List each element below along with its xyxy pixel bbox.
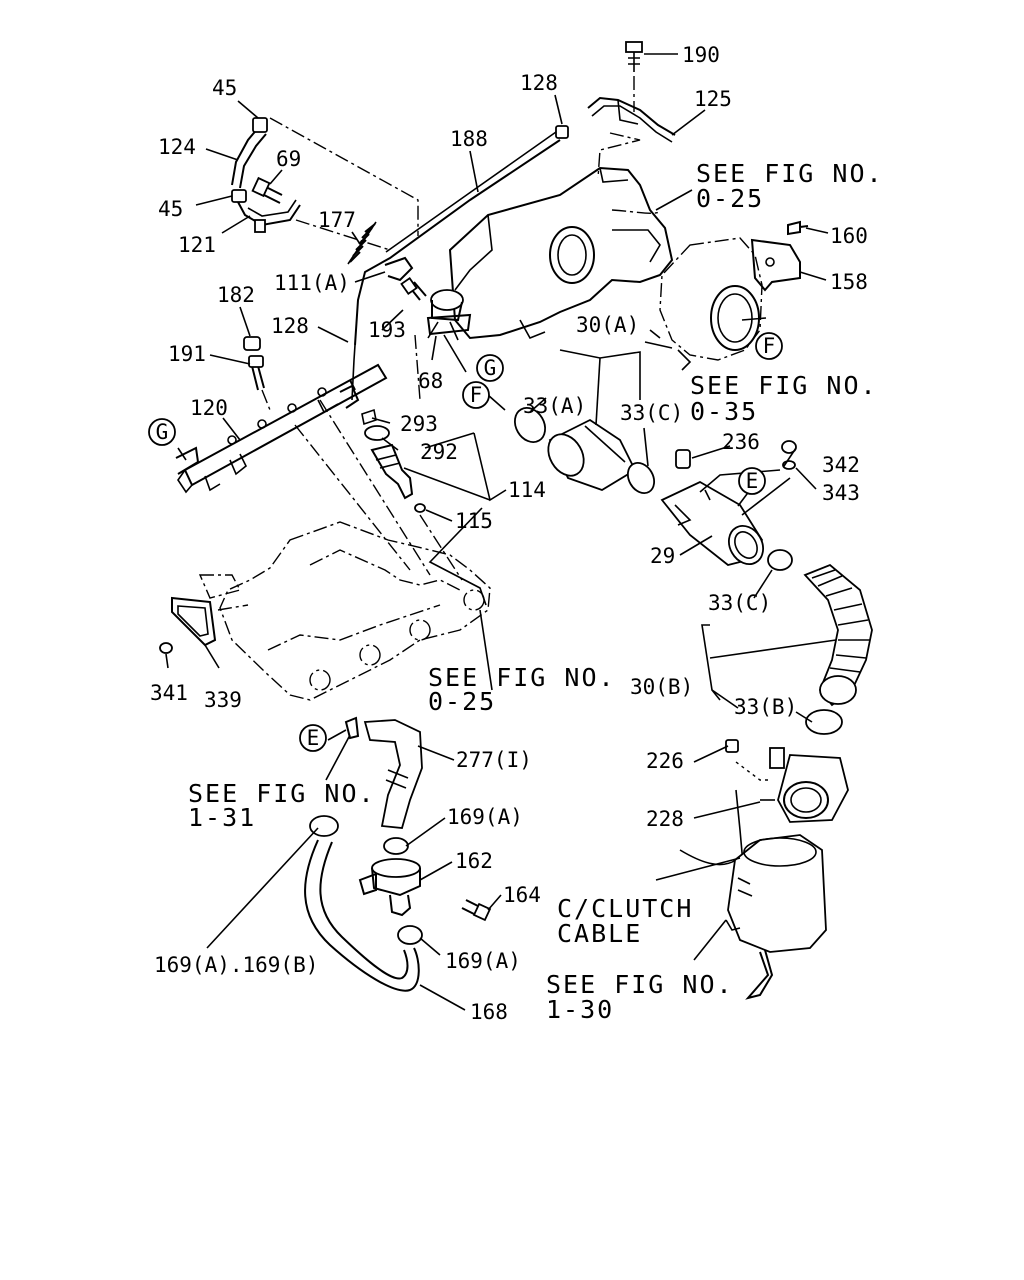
valve-162-drawing — [358, 858, 421, 917]
part-label-33c-upper: 33(C) — [620, 401, 683, 425]
hose-30b-drawing — [803, 563, 873, 707]
part-label-343: 343 — [822, 481, 860, 505]
part-label-45-top: 45 — [212, 76, 237, 100]
callout-f-throttle-letter: F — [763, 334, 776, 358]
part-label-33c-lower: 33(C) — [708, 591, 771, 615]
part-label-164: 164 — [503, 883, 541, 907]
part-label-182: 182 — [217, 283, 255, 307]
part-label-30b: 30(B) — [630, 675, 693, 699]
injector-114-drawing — [370, 443, 414, 500]
fuel-rail-120-drawing — [175, 363, 388, 494]
see-fig-0-25-upper-line1: SEE FIG NO. — [696, 159, 884, 188]
part-label-158: 158 — [830, 270, 868, 294]
drawing-geometry — [159, 41, 873, 1011]
part-label-124: 124 — [158, 135, 196, 159]
hose-30a-drawing — [547, 418, 637, 491]
see-fig-0-25-upper-line2: 0-25 — [696, 184, 764, 213]
see-fig-0-35-line2: 0-35 — [690, 397, 758, 426]
part-label-190: 190 — [682, 43, 720, 67]
mass-airflow-sensor-drawing — [769, 747, 849, 823]
callout-f-throttle: F — [755, 332, 783, 360]
part-label-120: 120 — [190, 396, 228, 420]
part-label-236: 236 — [722, 430, 760, 454]
part-label-226: 226 — [646, 749, 684, 773]
part-label-293: 293 — [400, 412, 438, 436]
lower-intake-manifold-drawing — [198, 521, 491, 701]
part-label-68: 68 — [418, 369, 443, 393]
part-label-128-top: 128 — [520, 71, 558, 95]
part-label-191: 191 — [168, 342, 206, 366]
fuel-pipe-188 — [354, 139, 561, 346]
spring-177-drawing — [347, 221, 377, 265]
see-fig-0-25-lower-line1: SEE FIG NO. — [428, 663, 616, 692]
see-fig-0-35-line1: SEE FIG NO. — [690, 371, 878, 400]
part-label-114: 114 — [508, 478, 546, 502]
see-fig-1-31-line2: 1-31 — [188, 803, 256, 832]
part-label-115: 115 — [455, 509, 493, 533]
canister-drawing — [725, 834, 827, 1000]
air-duct-29-drawing — [660, 480, 764, 566]
part-label-33a: 33(A) — [523, 394, 586, 418]
see-fig-0-25-lower-line2: 0-25 — [428, 687, 496, 716]
callout-f-upper-letter: F — [470, 383, 483, 407]
part-number-labels: 190 128 125 45 124 188 69 45 121 177 111… — [150, 43, 868, 1024]
callout-e-hose: E — [299, 724, 327, 752]
callout-g-regulator-letter: G — [484, 356, 497, 380]
part-label-29: 29 — [650, 544, 675, 568]
figure-reference-notes: SEE FIG NO. 0-25 SEE FIG NO. 0-35 SEE FI… — [188, 159, 884, 1024]
bolt-190-drawing — [625, 41, 643, 112]
part-label-169a-lower: 169(A) — [445, 949, 521, 973]
part-label-33b: 33(B) — [734, 695, 797, 719]
callout-g-regulator: G — [476, 354, 504, 382]
callout-f-upper: F — [462, 381, 490, 409]
callout-e-duct-letter: E — [746, 469, 759, 493]
circled-callouts: F F G G E E — [148, 332, 783, 752]
part-label-193: 193 — [368, 318, 406, 342]
throttle-body-drawing — [644, 237, 763, 371]
clutch-cable-line1: C/CLUTCH — [557, 894, 693, 923]
pressure-regulator-68-drawing — [426, 289, 472, 341]
see-fig-1-30-line1: SEE FIG NO. — [546, 970, 734, 999]
part-label-188: 188 — [450, 127, 488, 151]
callout-g-rail-letter: G — [156, 420, 169, 444]
intake-plenum-drawing — [448, 166, 674, 340]
part-label-160: 160 — [830, 224, 868, 248]
bracket-158-drawing — [750, 238, 801, 292]
part-label-162: 162 — [455, 849, 493, 873]
see-fig-1-31-line1: SEE FIG NO. — [188, 779, 376, 808]
part-label-111a: 111(A) — [274, 271, 350, 295]
part-label-30a: 30(A) — [576, 313, 639, 337]
part-label-128-mid: 128 — [271, 314, 309, 338]
part-label-341: 341 — [150, 681, 188, 705]
part-label-292: 292 — [420, 440, 458, 464]
hose-277-drawing — [363, 719, 423, 829]
part-label-45-lower: 45 — [158, 197, 183, 221]
part-label-228: 228 — [646, 807, 684, 831]
part-label-121: 121 — [178, 233, 216, 257]
part-label-168: 168 — [470, 1000, 508, 1024]
clutch-cable-line2: CABLE — [557, 919, 642, 948]
leader-lines — [165, 53, 837, 1011]
part-label-339: 339 — [204, 688, 242, 712]
callout-g-rail: G — [148, 418, 176, 446]
part-label-277: 277(I) — [456, 748, 532, 772]
pipe-125-drawing — [587, 96, 676, 136]
part-label-169ab: 169(A).169(B) — [154, 953, 318, 977]
part-label-342: 342 — [822, 453, 860, 477]
part-label-69: 69 — [276, 147, 301, 171]
part-label-177: 177 — [318, 208, 356, 232]
see-fig-1-30-line2: 1-30 — [546, 995, 614, 1024]
part-label-169a-upper: 169(A) — [447, 805, 523, 829]
callout-e-duct: E — [738, 467, 766, 495]
hose-168-drawing — [304, 839, 420, 992]
callout-e-hose-letter: E — [307, 726, 320, 750]
part-label-125: 125 — [694, 87, 732, 111]
